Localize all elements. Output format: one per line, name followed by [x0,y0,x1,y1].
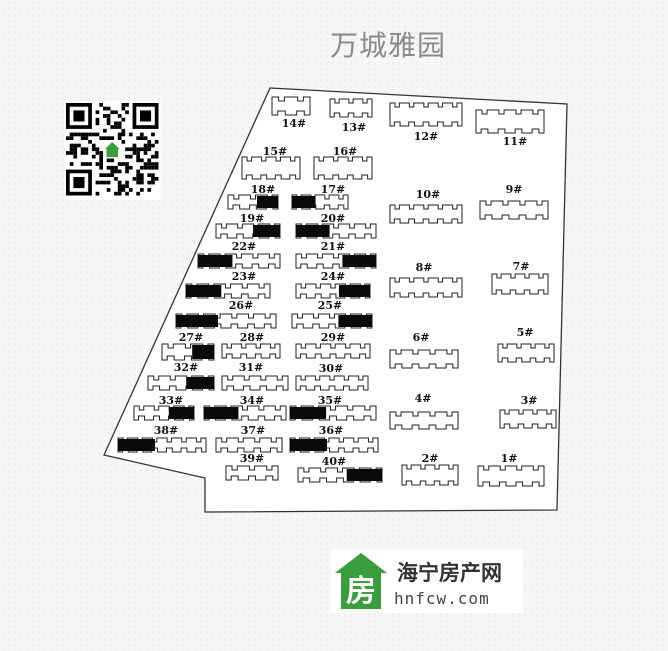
building-label: 23# [232,270,257,283]
building-26: 26# [175,299,277,329]
building-label: 27# [179,331,204,344]
building-label: 32# [174,361,199,374]
building-label: 10# [416,188,441,201]
building-label: 13# [342,121,367,134]
building-10: 10# [389,188,463,224]
building-label: 11# [503,135,528,148]
building-37: 37# [215,424,283,453]
building-16: 16# [313,145,373,180]
building-18: 18# [227,183,279,210]
building-label: 37# [241,424,266,437]
building-label: 35# [318,394,343,407]
building-label: 24# [321,270,346,283]
building-label: 26# [229,299,254,312]
building-30: 30# [295,362,369,391]
building-15: 15# [241,145,301,180]
building-label: 36# [319,424,344,437]
building-23: 23# [185,270,271,299]
building-label: 25# [318,299,343,312]
building-label: 14# [282,117,307,130]
house-logo-icon [105,142,120,157]
building-label: 7# [513,260,530,273]
building-label: 4# [415,392,432,405]
building-13: 13# [329,98,373,134]
building-label: 6# [413,331,430,344]
building-36: 36# [289,424,379,453]
building-39: 39# [225,452,279,481]
building-label: 15# [263,145,288,158]
building-5: 5# [497,326,555,363]
building-label: 19# [240,212,265,225]
svg-text:房: 房 [346,574,376,609]
page-title: 万城雅园 [330,29,447,62]
building-label: 3# [521,394,538,407]
building-12: 12# [389,102,463,143]
building-label: 21# [321,240,346,253]
house-logo-icon: 房 [335,553,387,609]
building-8: 8# [389,261,463,298]
building-1: 1# [477,452,545,487]
building-label: 28# [240,331,265,344]
building-22: 22# [197,240,281,269]
building-32: 32# [147,361,215,391]
building-label: 39# [240,452,265,465]
building-3: 3# [499,394,557,429]
building-2: 2# [401,452,459,486]
building-label: 38# [154,424,179,437]
building-label: 1# [501,452,518,465]
building-21: 21# [295,240,377,269]
building-29: 29# [295,331,371,359]
building-label: 31# [239,361,264,374]
building-19: 19# [215,212,281,239]
logo-url: hnfcw.com [394,589,490,608]
building-label: 33# [159,394,184,407]
building-label: 12# [414,130,439,143]
building-label: 16# [333,145,358,158]
building-31: 31# [221,361,289,391]
building-label: 30# [319,362,344,375]
building-label: 9# [506,183,523,196]
building-27: 27# [161,331,215,361]
building-25: 25# [291,299,373,329]
building-33: 33# [133,394,195,421]
qr-code-icon [64,101,161,200]
hnfcw-logo: 房 海宁房产网 hnfcw.com [331,549,523,613]
building-17: 17# [291,183,349,210]
building-34: 34# [203,394,287,421]
building-28: 28# [221,331,281,359]
building-6: 6# [389,331,459,369]
building-38: 38# [117,424,207,453]
building-label: 5# [517,326,534,339]
building-label: 2# [422,452,439,465]
building-label: 34# [240,394,265,407]
building-label: 29# [321,331,346,344]
building-9: 9# [479,183,549,220]
building-label: 22# [232,240,257,253]
logo-site-name: 海宁房产网 [397,561,502,585]
building-14: 14# [271,96,311,130]
building-label: 40# [322,455,347,468]
building-label: 20# [321,212,346,225]
building-40: 40# [297,455,383,483]
building-label: 18# [251,183,276,196]
building-label: 17# [321,183,346,196]
building-4: 4# [389,392,459,430]
building-24: 24# [295,270,371,299]
building-20: 20# [295,212,377,239]
building-label: 8# [416,261,433,274]
building-35: 35# [289,394,377,421]
building-7: 7# [491,260,549,295]
building-11: 11# [475,109,545,148]
